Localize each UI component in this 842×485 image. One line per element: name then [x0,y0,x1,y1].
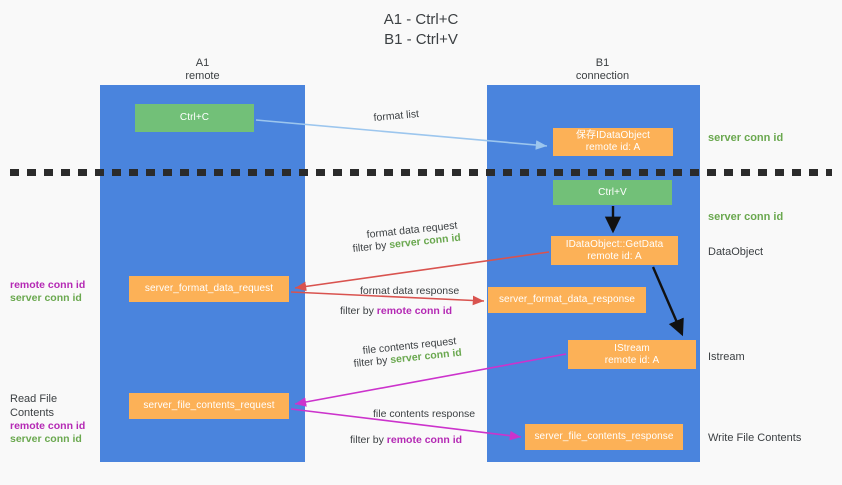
label-remote-conn-id: remote conn id [10,279,86,291]
label-server-conn-id-2: server conn id [10,433,82,445]
label-group-format-data-ids: remote conn id server conn id [10,279,98,305]
arrow-format-data-request [294,251,550,292]
label-server-conn-id-mid: server conn id [708,211,784,223]
arrow-format-list [255,119,548,150]
filter-prefix-2: filter by [340,305,377,317]
label-server-conn-id-top: server conn id [708,132,784,144]
transport-boundary-divider [10,169,832,176]
column-header-a1: A1 remote [185,57,220,82]
label-remote-conn-id-2: remote conn id [10,420,86,432]
label-read-file-contents: Read File Contents [10,393,58,419]
flow-label-format-data-response: format data response [360,285,460,297]
node-istream[interactable]: IStream remote id: A [568,340,696,369]
label-server-conn-id: server conn id [10,292,82,304]
arrow-format-data-response [290,291,485,306]
node-server-file-contents-response[interactable]: server_file_contents_response [525,424,683,450]
node-server-format-data-request[interactable]: server_format_data_request [129,276,289,302]
filter-value-remote-conn-id: remote conn id [376,305,453,317]
label-istream: Istream [708,351,745,363]
node-save-idataobject[interactable]: 保存IDataObject remote id: A [553,128,673,156]
node-server-format-data-response[interactable]: server_format_data_response [488,287,646,313]
flow-label-format-data-response-filter: filter by remote conn id [340,304,452,318]
arrow-getdata-to-istream [651,266,684,337]
label-group-read-file-contents: Read File Contents remote conn id server… [10,392,102,446]
node-ctrl-c[interactable]: Ctrl+C [135,104,254,132]
filter-prefix-3: filter by [353,354,391,370]
node-idataobject-getdata[interactable]: IDataObject::GetData remote id: A [551,236,678,265]
label-write-file-contents: Write File Contents [708,432,802,444]
page-title: A1 - Ctrl+C B1 - Ctrl+V [383,11,459,48]
flow-label-file-contents-response-filter: filter by remote conn id [350,433,462,447]
label-dataobject: DataObject [708,246,764,258]
filter-prefix-4: filter by [350,434,387,446]
arrow-file-contents-response [290,408,522,441]
filter-prefix: filter by [352,239,390,255]
filter-value-remote-conn-id-2: remote conn id [386,434,463,446]
node-ctrl-v[interactable]: Ctrl+V [553,180,672,205]
column-header-b1: B1 connection [575,57,630,82]
flow-label-file-contents-response: file contents response [373,408,476,420]
node-server-file-contents-request[interactable]: server_file_contents_request [129,393,289,419]
arrow-file-contents-request [294,353,567,407]
